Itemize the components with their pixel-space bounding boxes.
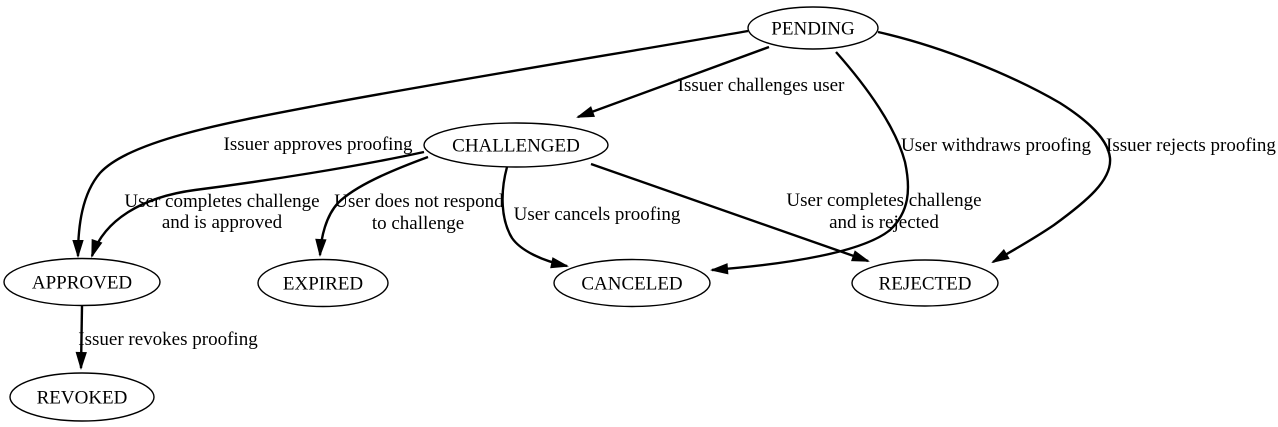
node-expired: EXPIRED: [257, 258, 389, 308]
edge-labels-layer: Issuer challenges user Issuer approves p…: [78, 75, 1276, 350]
edge-label-user-completes-challenge-approved-line1: User completes challenge: [124, 191, 319, 212]
edge-label-issuer-challenges-user: Issuer challenges user: [678, 75, 845, 96]
edge-label-issuer-rejects-proofing: Issuer rejects proofing: [1106, 135, 1276, 156]
node-pending-ellipse: [747, 6, 879, 50]
edge-label-user-completes-challenge-approved-line2: and is approved: [162, 212, 283, 233]
edge-approved-revoked: [81, 305, 82, 368]
node-pending: PENDING: [747, 6, 879, 50]
node-rejected-label: REJECTED: [879, 274, 972, 295]
node-approved-label: APPROVED: [32, 273, 132, 294]
edge-label-user-completes-challenge-rejected-line1: User completes challenge: [786, 190, 981, 211]
edge-label-user-completes-challenge-rejected-line2: and is rejected: [829, 212, 939, 233]
edge-challenged-canceled: [501, 166, 567, 266]
node-pending-label: PENDING: [771, 19, 855, 40]
edge-label-user-cancels-proofing: User cancels proofing: [514, 204, 681, 225]
node-challenged-label: CHALLENGED: [452, 136, 580, 157]
node-revoked: REVOKED: [9, 372, 155, 422]
node-challenged-ellipse: [423, 122, 609, 168]
node-rejected-ellipse: [851, 259, 999, 307]
node-canceled-ellipse: [553, 258, 711, 308]
edge-label-user-withdraws-proofing: User withdraws proofing: [901, 135, 1091, 156]
edge-label-user-does-not-respond-line1: User does not respond: [334, 191, 504, 212]
edge-label-issuer-revokes-proofing: Issuer revokes proofing: [78, 329, 258, 350]
edge-pending-approved: [78, 29, 749, 256]
edge-challenged-expired: [320, 155, 429, 255]
edge-pending-canceled: [712, 51, 910, 270]
edge-pending-rejected: [877, 30, 1112, 262]
node-canceled: CANCELED: [553, 258, 711, 308]
node-expired-label: EXPIRED: [283, 274, 363, 295]
node-challenged: CHALLENGED: [423, 122, 609, 168]
node-revoked-ellipse: [9, 372, 155, 422]
node-canceled-label: CANCELED: [581, 274, 682, 295]
node-expired-ellipse: [257, 258, 389, 308]
nodes-layer: PENDING CHALLENGED APPROVED EXPIRED CANC…: [3, 6, 999, 422]
node-approved-ellipse: [3, 257, 161, 307]
edges-layer: [78, 29, 1112, 368]
edge-challenged-approved: [90, 150, 425, 256]
node-revoked-label: REVOKED: [37, 388, 128, 409]
node-rejected: REJECTED: [851, 259, 999, 307]
edge-pending-challenged: [578, 45, 770, 119]
edge-label-user-does-not-respond-line2: to challenge: [372, 213, 464, 234]
node-approved: APPROVED: [3, 257, 161, 307]
edge-label-issuer-approves-proofing: Issuer approves proofing: [224, 134, 413, 155]
edge-challenged-rejected: [590, 162, 868, 263]
